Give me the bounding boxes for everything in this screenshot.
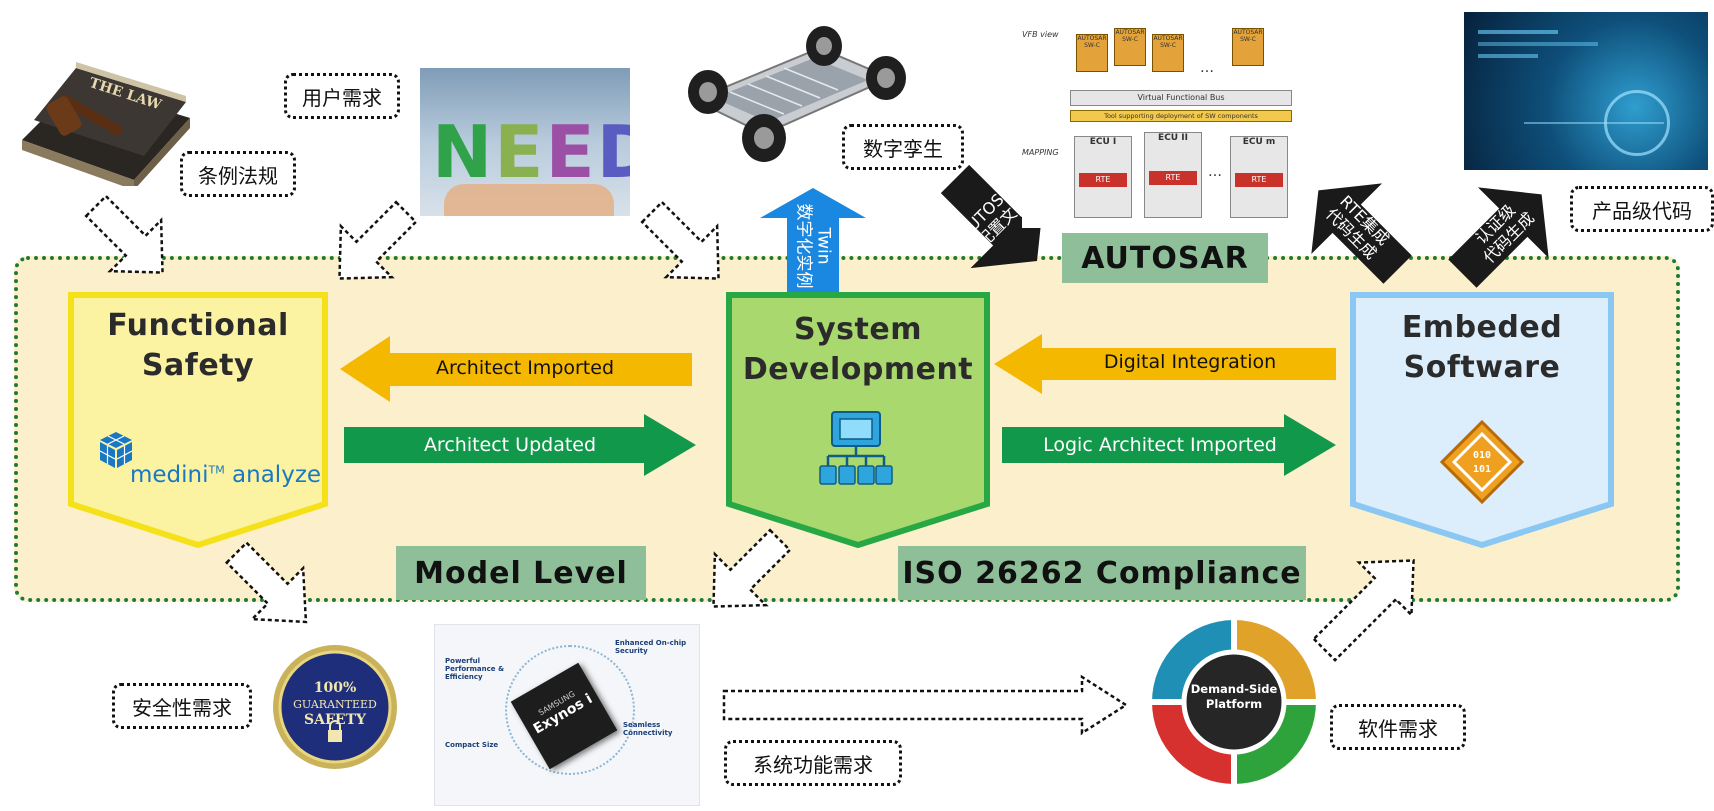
system-requirement-label: 系统功能需求 [724,740,902,786]
medini-cube-icon [99,432,133,468]
digital-integration-arrow [994,334,1336,394]
twin-label-line2: 数字化实例 [793,203,813,289]
autosar-swc-2: AUTOSAR SW-C [1114,28,1146,66]
dsp-text: Demand-Side Platform [1190,682,1278,711]
need-to-system-arrow [640,200,720,280]
user-requirement-label: 用户需求 [284,73,400,119]
architect-updated-label: Architect Updated [423,434,597,456]
system-down-arrow [712,528,792,608]
digital-twin-label: 数字孪生 [842,124,964,170]
code-screen-image [1464,12,1708,170]
seal-line2: GUARANTEED [293,698,377,711]
twin-label-line1: Twin [813,227,833,265]
law-book-gavel-image: THE LAW [22,62,190,186]
autosar-ecu-m-label: ECU m [1242,137,1276,147]
autosar-ecu-2-rte: RTE [1149,171,1197,185]
demand-side-platform-image: Demand-Side Platform [1148,616,1320,788]
functional-safety-title: Functional Safety [107,308,289,383]
autosar-vfb-view: VFB view [1022,30,1059,39]
logic-architect-imported-arrow [1002,414,1336,476]
autosar-swc-n: AUTOSAR SW-C [1232,28,1264,66]
autosar-ellipsis: … [1200,60,1214,76]
twin-label: Twin 数字化实例 [776,203,850,289]
autosar-ecu-2-label: ECU II [1158,133,1188,143]
chip-feature-3: Compact Size [445,741,499,749]
autosar-mapping-label: MAPPING [1022,148,1059,157]
chip-feature-2: Enhanced On-chip Security [615,639,687,655]
need-down-arrow [338,200,418,280]
embedded-software-title: Embeded Software [1401,310,1563,385]
iso-26262-tag: ISO 26262 Compliance [898,546,1306,600]
binary-code-diamond-icon: 010 101 [1440,420,1524,504]
system-development-title: System Development [742,312,974,387]
functional-safety-panel [68,292,328,548]
medini-analyze-logo: mediniTM analyze [130,462,321,488]
architecture-hierarchy-icon [819,411,893,485]
svg-text:101: 101 [1473,464,1491,475]
model-level-tag: Model Level [396,546,646,600]
autosar-architecture-image: VFB view AUTOSAR SW-C AUTOSAR SW-C AUTOS… [1022,24,1314,228]
product-code-label: 产品级代码 [1570,186,1714,232]
architect-imported-label: Architect Imported [435,357,615,379]
autosar-ecu-2: ECU II RTE [1144,132,1202,218]
autosar-swc-3: AUTOSAR SW-C [1152,34,1184,72]
chip-feature-1: Powerful Performance & Efficiency [445,657,505,681]
exynos-chip-image: SAMSUNG Exynos i Powerful Performance & … [434,624,700,806]
law-label: 条例法规 [180,151,296,197]
rte-codegen-arrow: RTE集成 代码生成 [1300,172,1416,288]
ev-chassis-image [688,26,906,162]
law-down-arrow [84,194,164,274]
architect-imported-arrow [340,336,692,402]
autosar-tool-bar: Tool supporting deployment of SW compone… [1070,110,1292,122]
software-requirement-label: 软件需求 [1330,704,1466,750]
seal-line1: 100% [314,680,357,696]
safety-requirement-label: 安全性需求 [112,683,252,729]
medini-brand: medini [130,462,209,488]
architect-updated-arrow [344,414,696,476]
guaranteed-safety-seal-image: 100% GUARANTEED SAFETY [273,645,397,769]
need-hands-image: NEED [420,68,630,216]
autosar-ecu-1-rte: RTE [1079,173,1127,187]
svg-text:010: 010 [1473,450,1491,461]
autosar-ecu-m-rte: RTE [1235,173,1283,187]
logic-architect-imported-label: Logic Architect Imported [1043,434,1277,456]
chip-feature-4: Seamless Connectivity [623,721,673,737]
autosar-ecu-m: ECU m RTE [1230,136,1288,218]
autosar-vfb-bar: Virtual Functional Bus [1070,90,1292,106]
autosar-ecu-1: ECU I RTE [1074,136,1132,218]
need-letters: NEED [432,110,630,194]
autosar-config-arrow: AUTOSAR 配置文件 [936,160,1056,280]
medini-product: analyze [224,462,322,488]
autosar-ecu-ellipsis: … [1208,164,1222,180]
medini-tm: TM [208,463,225,477]
autosar-swc-1: AUTOSAR SW-C [1076,34,1108,72]
autosar-ecu-1-label: ECU I [1089,137,1117,147]
twin-up-arrow [760,188,866,292]
certified-codegen-arrow: 认证级 代码生成 [1444,176,1560,292]
digital-integration-label: Digital Integration [1103,351,1277,373]
safety-down-arrow [224,540,308,624]
system-req-right-arrow [722,674,1129,736]
autosar-tag: AUTOSAR [1062,233,1268,283]
software-up-arrow [1312,559,1415,662]
seal-line3: SAFETY [304,712,367,728]
